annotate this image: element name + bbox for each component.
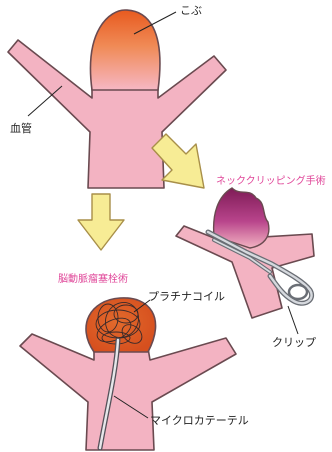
clip-label: クリップ	[272, 336, 316, 349]
clip-leader-line	[288, 306, 298, 334]
vessel-label: 血管	[10, 121, 32, 135]
neck-clipping-label: ネッククリッピング手術	[216, 174, 326, 187]
arrow-to-coiling	[78, 194, 124, 250]
microcatheter-label: マイクロカテーテル	[150, 414, 249, 427]
coil-embolization-label: 脳動脈瘤塞栓術	[58, 272, 128, 285]
platinum-coil-label: プラチナコイル	[148, 290, 225, 303]
aneurysm-label: こぶ	[180, 4, 202, 17]
aneurysm-sac	[91, 10, 160, 90]
vessel-leader-line	[28, 86, 62, 116]
